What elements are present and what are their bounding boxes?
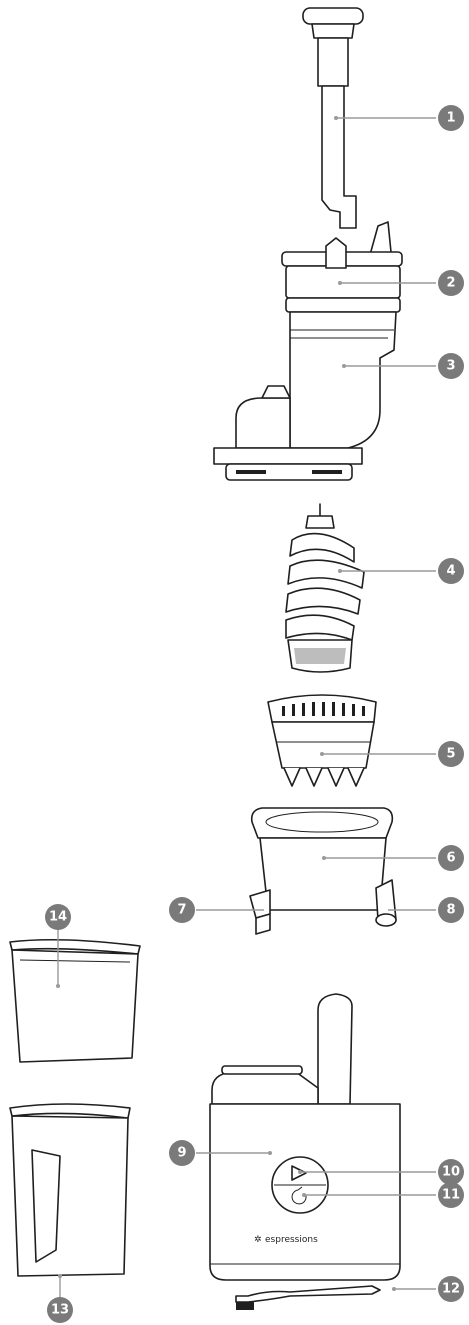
juice-cup [10,940,140,1062]
juicing-bowl [250,808,396,934]
part-badge-13: 13 [47,1297,73,1323]
part-badge-12: 12 [438,1276,464,1302]
svg-text:14: 14 [49,910,67,925]
cleaning-brush [236,1286,380,1310]
juicing-screen [268,695,376,786]
svg-text:9: 9 [177,1146,186,1161]
svg-text:7: 7 [177,903,186,918]
part-badge-7: 7 [169,897,195,923]
svg-text:4: 4 [446,564,455,579]
svg-text:13: 13 [51,1303,69,1318]
part-badge-5: 5 [438,741,464,767]
brand-logo-mark: ✲ [254,1235,262,1245]
svg-text:12: 12 [442,1282,460,1297]
part-badge-4: 4 [438,558,464,584]
part-badge-14: 14 [45,904,71,930]
part-badge-2: 2 [438,270,464,296]
svg-text:5: 5 [446,747,455,762]
svg-text:1: 1 [446,111,455,126]
svg-text:10: 10 [442,1165,460,1180]
part-badge-9: 9 [169,1140,195,1166]
svg-text:6: 6 [446,851,455,866]
feeding-chute [214,222,402,480]
svg-text:8: 8 [446,903,455,918]
svg-text:2: 2 [446,276,455,291]
part-badge-10: 10 [438,1159,464,1185]
auger [286,504,364,672]
brand-logo-text: espressions [265,1235,318,1245]
part-badge-3: 3 [438,353,464,379]
svg-text:3: 3 [446,359,455,374]
part-badge-11: 11 [438,1182,464,1208]
motor-base: ✲ espressions [210,994,400,1280]
pulp-container [10,1104,130,1276]
part-badge-6: 6 [438,845,464,871]
part-badge-1: 1 [438,105,464,131]
part-badge-8: 8 [438,897,464,923]
svg-text:11: 11 [442,1188,460,1203]
